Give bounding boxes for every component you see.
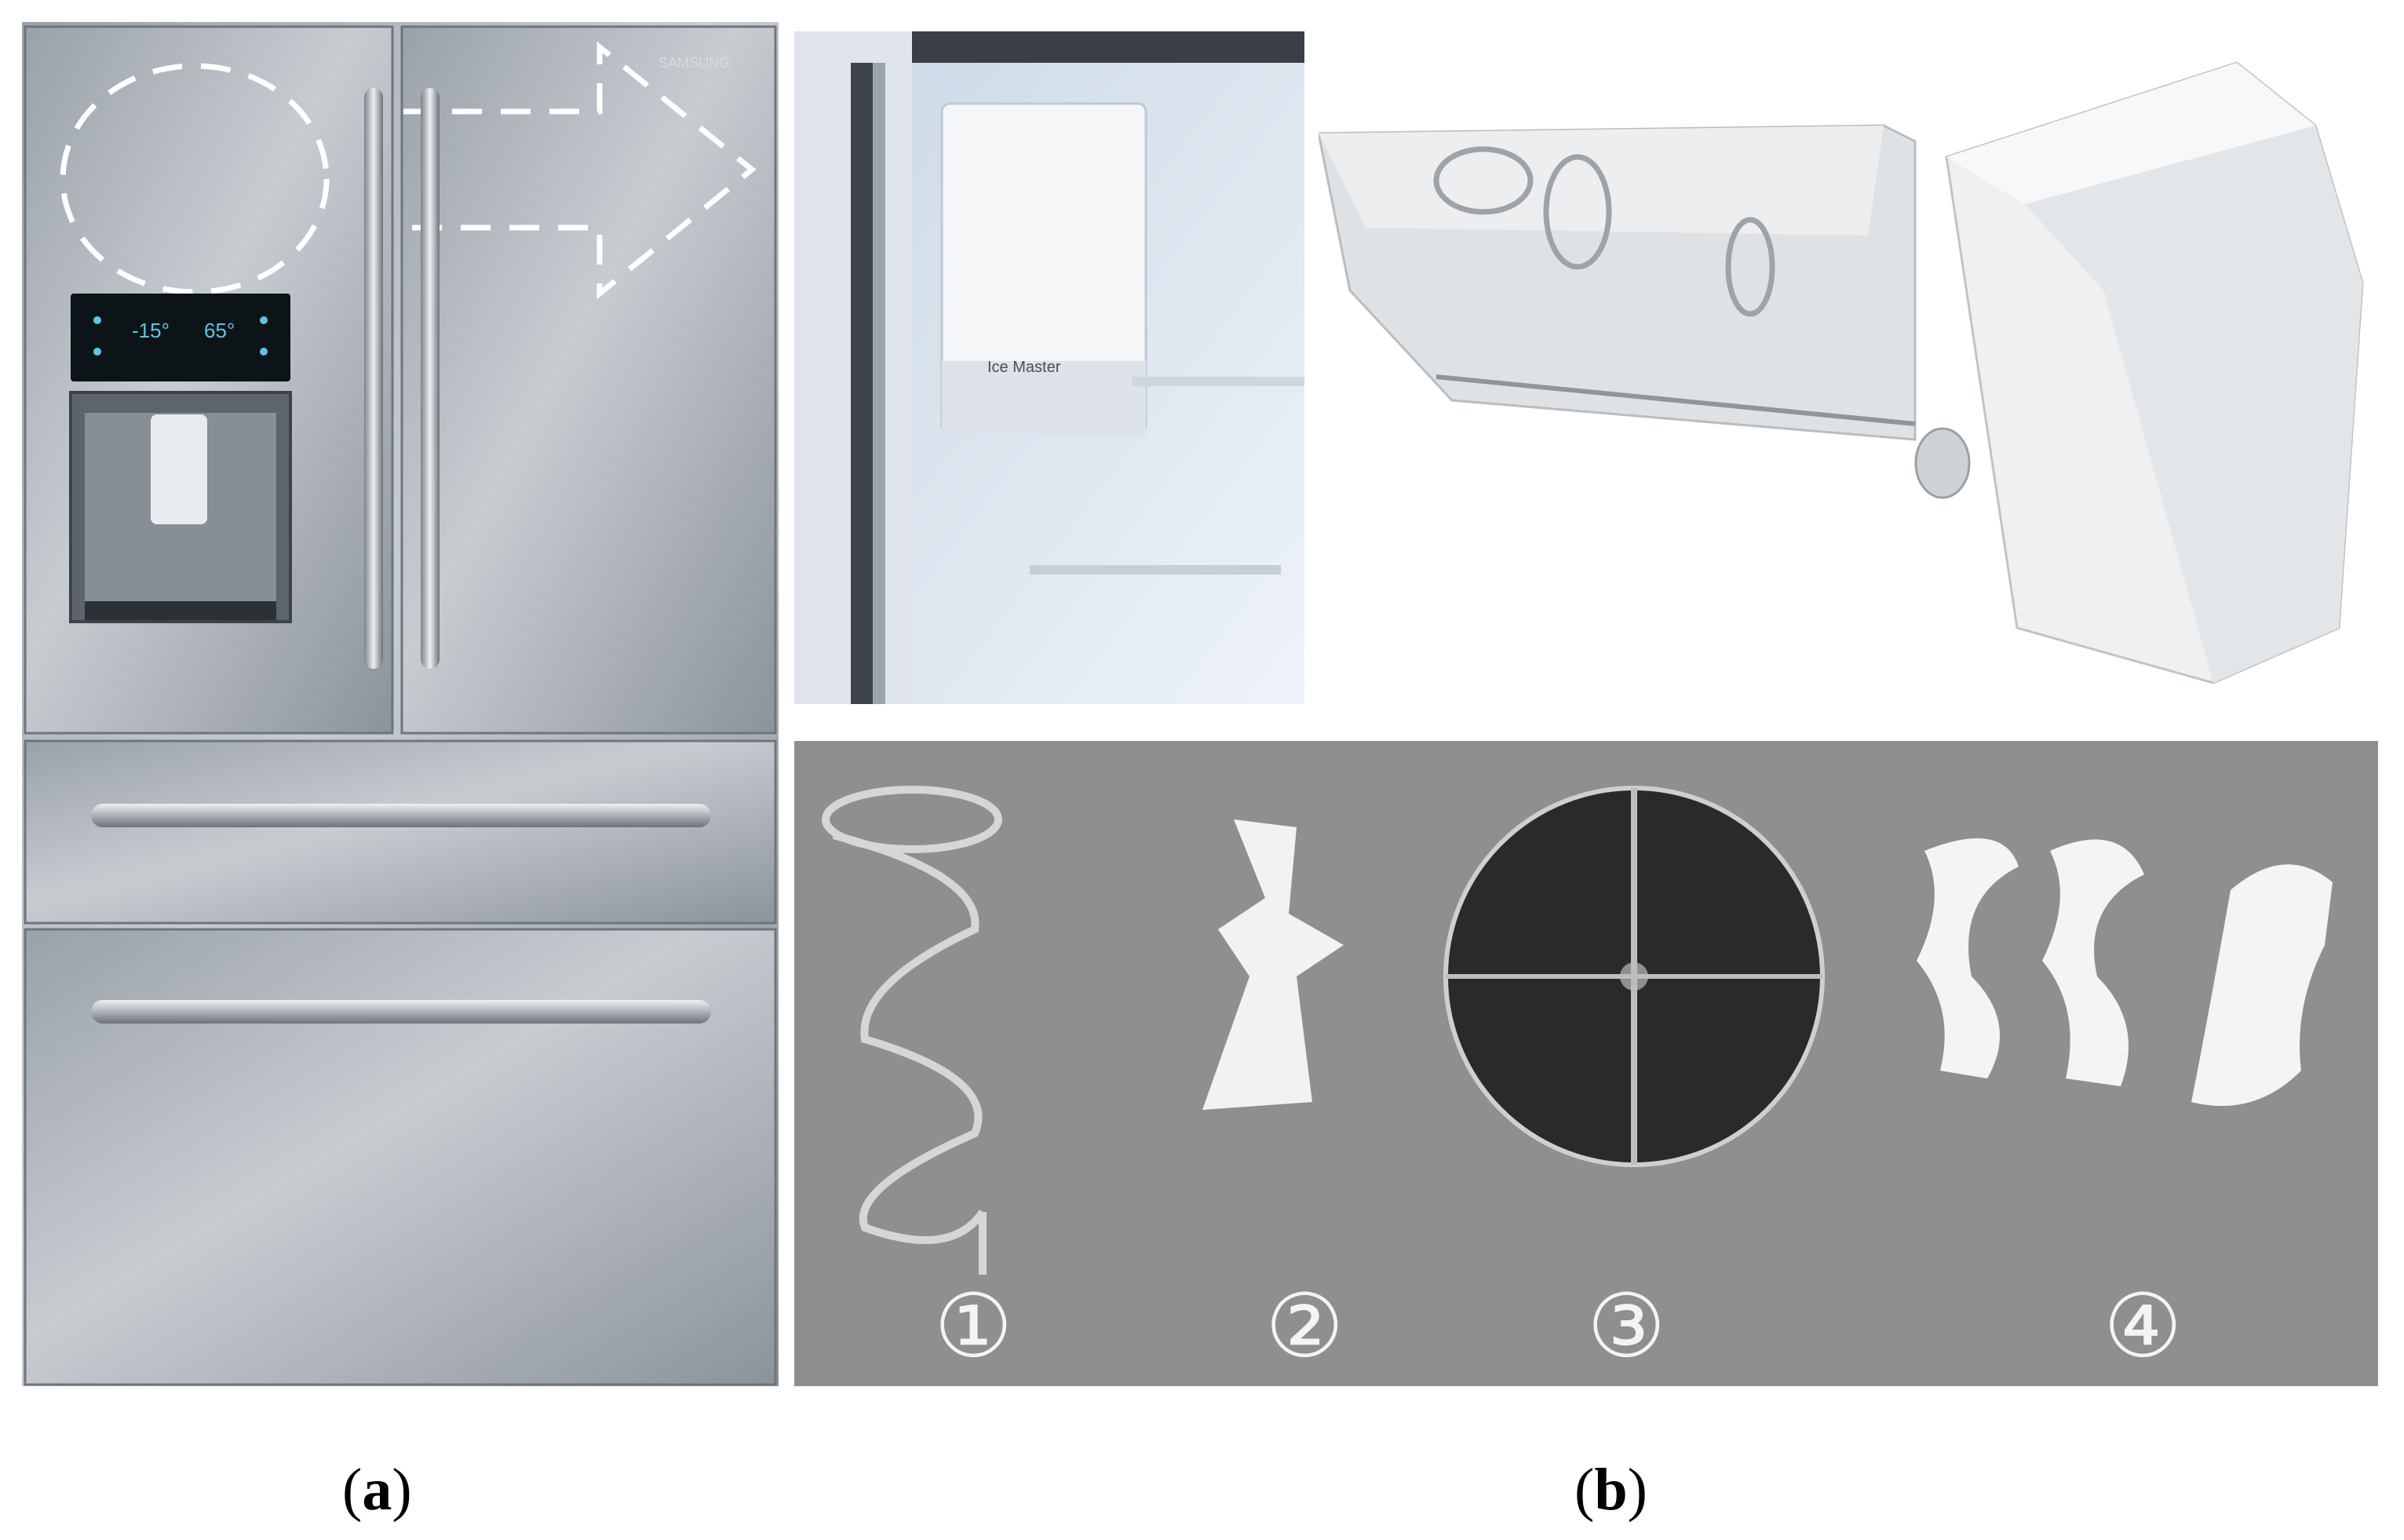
caption-b: (b) <box>1574 1457 1647 1523</box>
part-label-2: ② <box>1265 1275 1344 1378</box>
brand-label: SAMSUNG <box>658 55 730 71</box>
refrigerator-photo: SAMSUNG -15° 65° <box>22 22 779 1386</box>
ice-maker-unit-photo <box>1319 31 2378 714</box>
fridge-interior-photo: Ice Master <box>794 31 1304 704</box>
part-label-4: ④ <box>2103 1275 2183 1378</box>
display-right-temp: 65° <box>204 319 235 342</box>
part-label-1: ① <box>934 1275 1013 1378</box>
ice-master-label: Ice Master <box>987 359 1061 376</box>
part-label-3: ③ <box>1587 1275 1666 1378</box>
display-left-temp: -15° <box>132 319 170 342</box>
caption-a: (a) <box>342 1457 412 1523</box>
ice-maker-parts-photo: ① ② ③ ④ <box>794 741 2378 1386</box>
